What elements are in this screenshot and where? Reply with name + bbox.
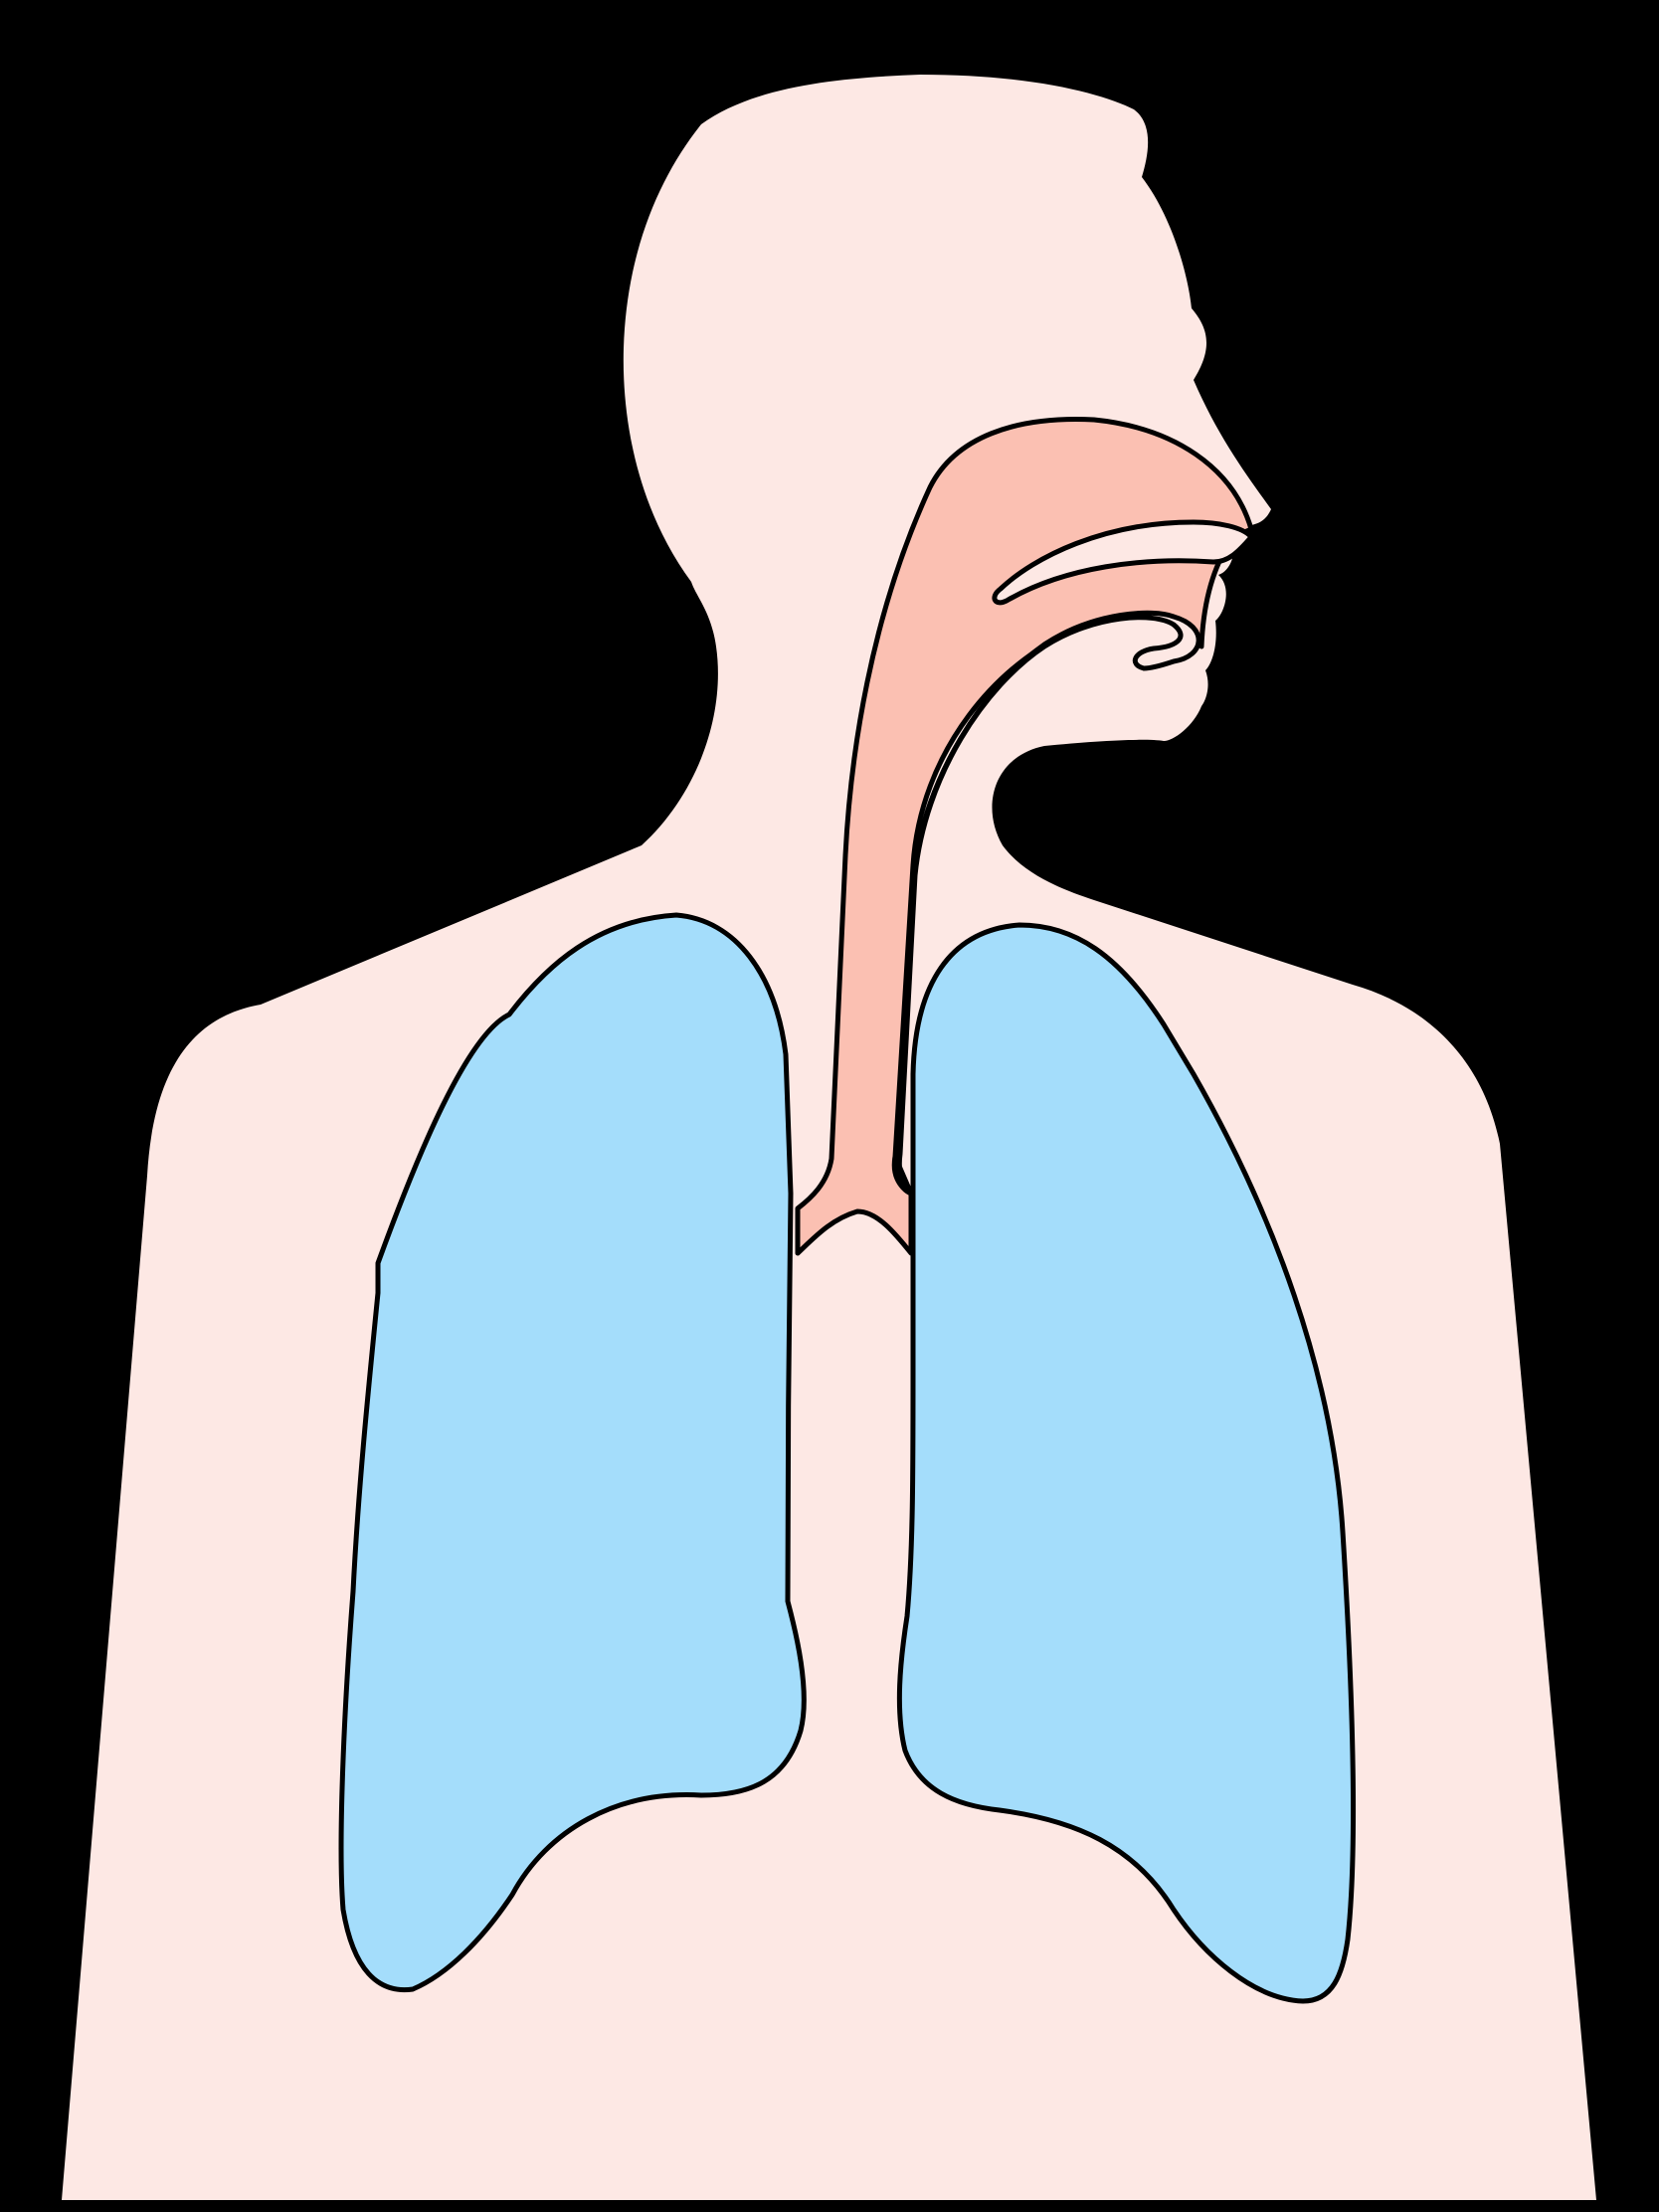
- oral-cavity: [892, 610, 1201, 1197]
- right-lung: [338, 912, 807, 1993]
- nasal-cavity: [992, 519, 1254, 606]
- left-lung: [896, 922, 1356, 2004]
